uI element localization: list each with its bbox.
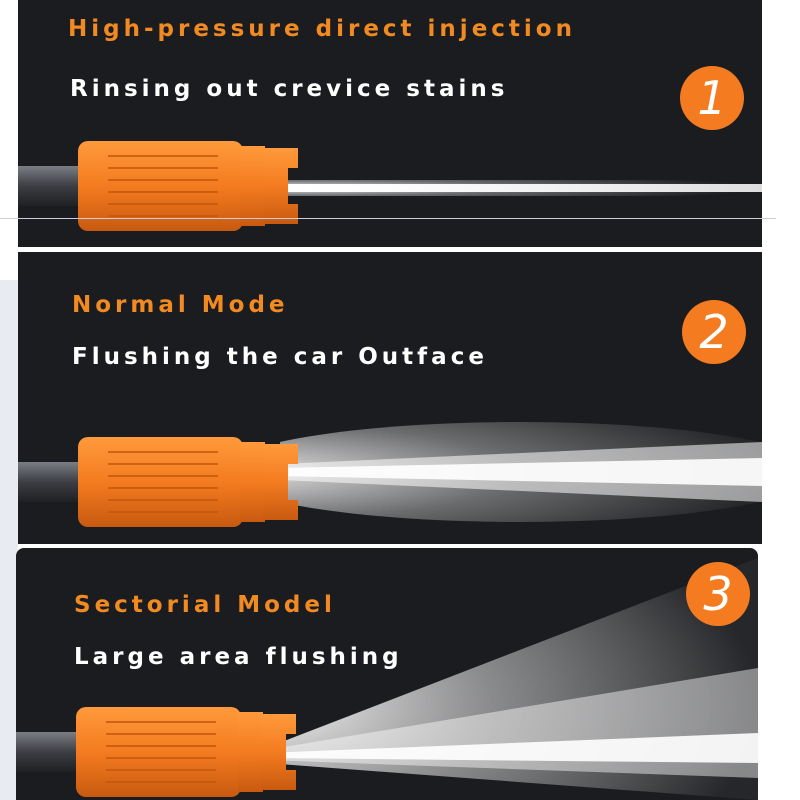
divider-line: [0, 218, 776, 219]
step-badge: 1: [680, 66, 744, 130]
mode-panel-normal: Normal Mode Flushing the car Outface 2: [18, 252, 762, 544]
panel-subtitle: Flushing the car Outface: [72, 344, 488, 370]
panel-title: Sectorial Model: [74, 592, 336, 618]
nozzle-normal-icon: [18, 436, 299, 528]
panel-subtitle: Rinsing out crevice stains: [70, 76, 509, 102]
nozzle-fan-icon: [16, 706, 297, 798]
water-jet-icon: [288, 180, 762, 196]
water-spray-icon: [280, 422, 762, 522]
panel-title: Normal Mode: [72, 292, 289, 318]
nozzle-jet-icon: [18, 140, 299, 232]
mode-panel-fan: Sectorial Model Large area flushing 3: [16, 548, 758, 800]
step-badge: 3: [686, 562, 750, 626]
mode-panel-jet: High-pressure direct injection Rinsing o…: [18, 0, 762, 247]
panel-title: High-pressure direct injection: [68, 16, 576, 42]
water-fan-spray-icon: [266, 558, 758, 800]
panel-subtitle: Large area flushing: [74, 644, 403, 670]
step-badge: 2: [682, 300, 746, 364]
page-edge-strip: [0, 280, 18, 800]
